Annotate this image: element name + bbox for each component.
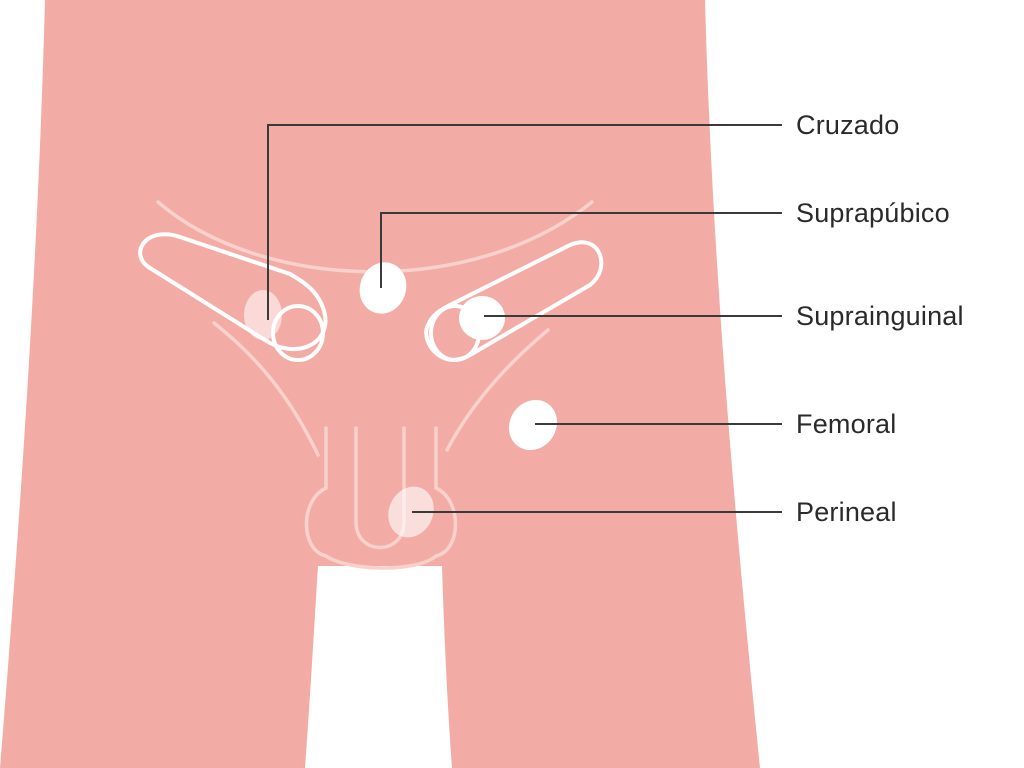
suprapubico-leader [380,212,782,288]
right-catheter-tube [424,240,604,362]
perineal-site-marker [388,486,434,538]
right-groin-line [445,328,550,452]
cruzado-site-marker [244,290,282,340]
left-catheter-tube [138,232,328,362]
left-groin-line [212,321,320,457]
label-suprainguinal: Suprainguinal [796,301,964,331]
scrotum-outline [304,426,458,570]
suprapubico-site-marker [359,262,407,314]
label-cruzado: Cruzado [796,110,899,140]
lower-body-silhouette [0,0,760,768]
suprainguinal-site-marker [459,296,505,340]
label-suprapubico: Suprapúbico [796,198,950,228]
femoral-site-marker [508,399,558,451]
label-femoral: Femoral [796,409,896,439]
label-perineal: Perineal [796,497,897,527]
leader-lines [267,124,782,513]
cruzado-leader [267,124,782,320]
